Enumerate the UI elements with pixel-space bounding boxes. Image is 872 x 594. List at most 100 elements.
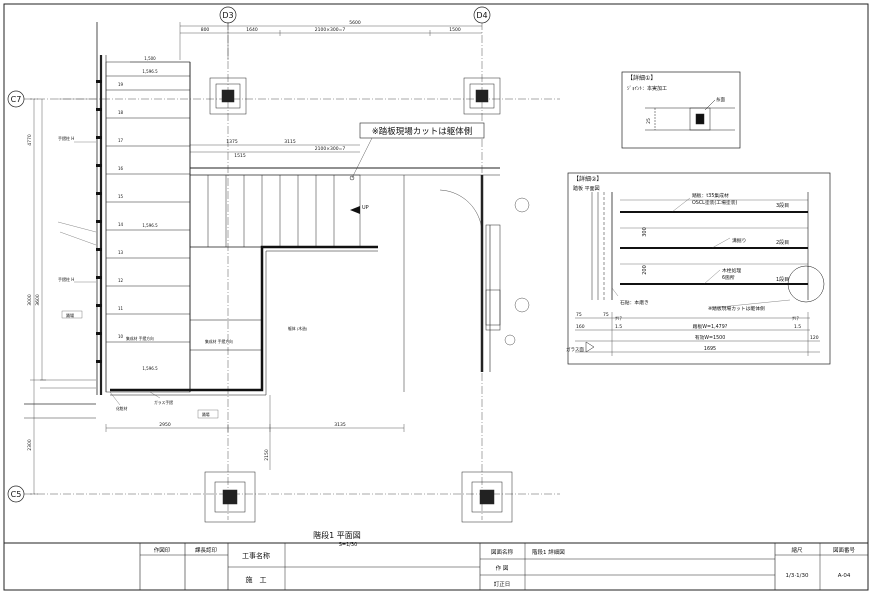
note-glass-rail: ガラス手摺 xyxy=(154,400,173,405)
tb-project-label: 工事名称 xyxy=(242,551,270,560)
tread-label-b: 1,596.5 xyxy=(142,69,158,74)
dim-left-d: 2300 xyxy=(27,439,33,451)
bottom-dimensions xyxy=(105,395,405,470)
note-rail-post-2: 手摺柱 H xyxy=(58,276,74,282)
detail2-subtitle: 踏板 平面図 xyxy=(573,185,600,192)
detail2-d15b: 1.5 xyxy=(794,324,801,330)
detail2-dim-200: 200 xyxy=(642,265,648,275)
left-run-step-numbers: 19 18 17 16 15 14 13 12 11 10 xyxy=(118,82,124,339)
detail2-d75b: 75 xyxy=(603,312,609,318)
svg-text:15: 15 xyxy=(118,194,124,199)
dim-bottom-a: 2950 xyxy=(159,422,171,428)
note-site-cut: ※踏板現場カットは躯体側 xyxy=(372,126,473,137)
site-cut-callout xyxy=(349,122,485,181)
tb-drafted-label: 作 図 xyxy=(496,564,509,572)
bottom-left-leaders xyxy=(24,391,219,419)
detail2-d15a: 1.5 xyxy=(615,324,622,330)
grid-label-d3: D3 xyxy=(222,11,233,20)
column-bottom-right xyxy=(461,471,513,523)
right-wall xyxy=(403,175,530,392)
detail2-tread-width: 踏板W=1,479? xyxy=(693,323,728,330)
tb-number-value: A-04 xyxy=(838,573,851,579)
tread-label-a: 1,500 xyxy=(144,56,156,61)
left-leaders xyxy=(57,141,97,319)
detail2-d120: 120 xyxy=(810,335,819,341)
detail1-title: 【詳細①】 xyxy=(627,74,656,82)
detail2-cut-note: ※踏板現場カットは躯体側 xyxy=(708,305,765,312)
note-landing-box: 踊場 xyxy=(202,412,210,417)
landing-border xyxy=(110,245,378,396)
note-glulam-center: 集成材 手摺方向 xyxy=(205,339,233,344)
detail2-treads xyxy=(620,192,825,303)
dim-top-d: 1500 xyxy=(449,27,461,33)
detail2-wall-note: 石貼：本磨き xyxy=(620,299,649,306)
column-bottom-left xyxy=(204,471,256,523)
main-plan-caption: 階段1 平面図 xyxy=(313,530,361,540)
detail2-step-3: 3段目 xyxy=(776,202,789,209)
dim-top-b: 1640 xyxy=(246,27,258,33)
dim-mid-a: 1375 xyxy=(226,139,238,145)
svg-text:14: 14 xyxy=(118,222,124,227)
dim-mid-b: 3115 xyxy=(284,139,296,145)
detail2-plug-note2: 6箇所 xyxy=(722,274,735,281)
glass-marker-icon xyxy=(585,341,595,353)
detail1-dim: 25 xyxy=(646,118,652,124)
grid-bubble-c5: C5 xyxy=(7,485,25,503)
svg-text:12: 12 xyxy=(118,278,124,283)
note-landing-left: 踊場 xyxy=(66,312,74,318)
grid-bubble-d3: D3 xyxy=(219,6,237,24)
detail2-d75a: 75 xyxy=(576,312,582,318)
detail2-effective: 有効W=1500 xyxy=(695,334,726,341)
tb-drawing-name-label: 図面名称 xyxy=(491,548,514,556)
detail1-joint xyxy=(645,99,735,131)
detail1-frame xyxy=(621,71,741,149)
note-body-wood: 躯体 (木造) xyxy=(288,326,308,331)
grid-bubble-d4: D4 xyxy=(473,6,491,24)
grid-label-d4: D4 xyxy=(476,11,487,20)
tb-checker-label: 課長認印 xyxy=(195,546,218,554)
dim-top-c: 2100×300=7 xyxy=(315,27,346,33)
svg-text:19: 19 xyxy=(118,82,124,87)
svg-text:18: 18 xyxy=(118,110,124,115)
detail2-groove-note: 溝掘り xyxy=(732,237,746,244)
tb-number-label: 図面番号 xyxy=(833,547,856,554)
detail2-frame xyxy=(567,172,831,365)
svg-text:16: 16 xyxy=(118,166,124,171)
grid-bubble-c7: C7 xyxy=(7,90,25,108)
detail2-wall-left xyxy=(591,192,613,300)
svg-text:17: 17 xyxy=(118,138,124,143)
dim-mid-c: 2100×300=7 xyxy=(315,146,346,152)
tread-label-d: 1,596.5 xyxy=(142,366,158,371)
dim-bottom-c: 3135 xyxy=(334,422,346,428)
note-glulam-left: 集成材 手摺方向 xyxy=(126,336,154,341)
svg-text:11: 11 xyxy=(118,306,124,311)
up-arrow-label: UP xyxy=(362,205,369,211)
detail2-tread-note1: 踏板：t35集成材 xyxy=(692,192,729,199)
detail2-step-2: 2段目 xyxy=(776,239,789,246)
upper-stair-run xyxy=(189,167,500,248)
svg-text:13: 13 xyxy=(118,250,124,255)
tb-drafter-label: 作図印 xyxy=(154,546,171,554)
up-arrow-icon xyxy=(350,206,360,214)
svg-text:10: 10 xyxy=(118,334,124,339)
detail2-clear-left: ｸﾘｱ xyxy=(615,316,622,322)
detail2-leaders xyxy=(611,197,791,309)
detail2-total: 1695 xyxy=(704,346,716,352)
sheet-border xyxy=(3,3,869,591)
grid-label-c5: C5 xyxy=(11,490,22,499)
tb-revision-label: 訂正日 xyxy=(494,580,511,588)
tb-scale-label: 縮尺 xyxy=(791,546,803,554)
detail2-title: 【詳細②】 xyxy=(573,175,602,183)
dim-left-a: 4770 xyxy=(27,134,33,146)
dim-left-c: 3000 xyxy=(27,294,33,306)
detail2-plug-note1: 木栓処理 xyxy=(722,267,741,274)
dim-left-b: 3600 xyxy=(35,294,41,306)
dim-top-a: 800 xyxy=(201,27,210,33)
tb-construction-label: 施 工 xyxy=(246,575,267,584)
dim-top-total: 5600 xyxy=(349,20,361,26)
detail2-dim-300: 300 xyxy=(642,227,648,237)
note-rail-post-1: 手摺柱 H xyxy=(58,135,74,141)
dim-bottom-b: 2150 xyxy=(264,449,270,461)
note-finish: 化粧材 xyxy=(116,406,128,411)
